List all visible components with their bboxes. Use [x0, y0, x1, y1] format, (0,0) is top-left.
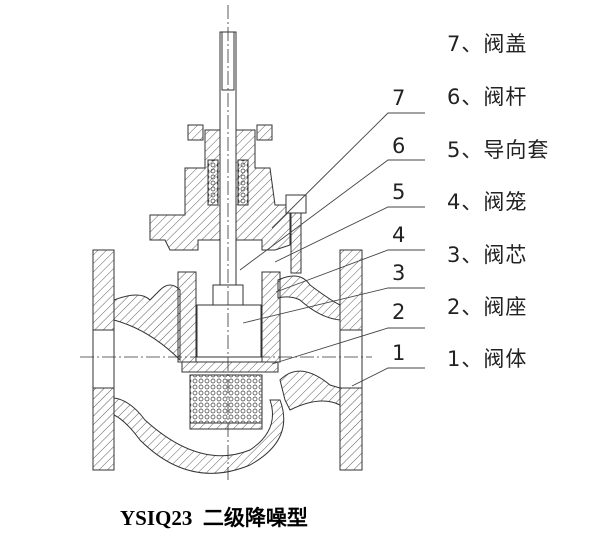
cage-left — [177, 271, 197, 363]
diagram-caption: YSIQ23 二级降噪型 — [120, 506, 308, 530]
body-bottom-wall — [113, 397, 285, 474]
part-label-bonnet: 7、阀盖 — [447, 32, 528, 56]
part-label-plug: 3、阀芯 — [447, 243, 528, 267]
part-label-cage: 4、阀笼 — [447, 190, 528, 214]
callout-4: 4 — [392, 223, 406, 247]
packing-left — [207, 159, 219, 206]
part-label-stem: 6、阀杆 — [447, 85, 528, 109]
left-flange-lower — [92, 387, 115, 471]
callout-2: 2 — [392, 300, 406, 324]
cage-right — [261, 271, 281, 363]
leader-lines — [239, 112, 425, 387]
part-label-body: 1、阀体 — [447, 347, 528, 371]
callout-7: 7 — [392, 86, 406, 110]
callout-3: 3 — [392, 261, 406, 285]
seat — [181, 361, 279, 373]
callout-1: 1 — [392, 341, 406, 365]
right-flange-lower — [339, 387, 363, 471]
callout-5: 5 — [392, 180, 406, 204]
valve-plug — [196, 304, 262, 358]
bonnet-nut-left — [187, 124, 204, 141]
right-flange — [339, 249, 363, 331]
part-label-guide-sleeve: 5、导向套 — [447, 138, 550, 162]
part-label-seat: 2、阀座 — [447, 295, 528, 319]
callout-6: 6 — [392, 134, 406, 158]
bonnet-nut-right — [256, 124, 273, 141]
body-upper-wall — [113, 284, 181, 362]
body-right-lower — [279, 370, 341, 411]
packing-right — [237, 159, 249, 206]
perforated-basket — [189, 374, 263, 424]
left-flange — [92, 249, 115, 331]
body-right-upper — [277, 275, 341, 321]
